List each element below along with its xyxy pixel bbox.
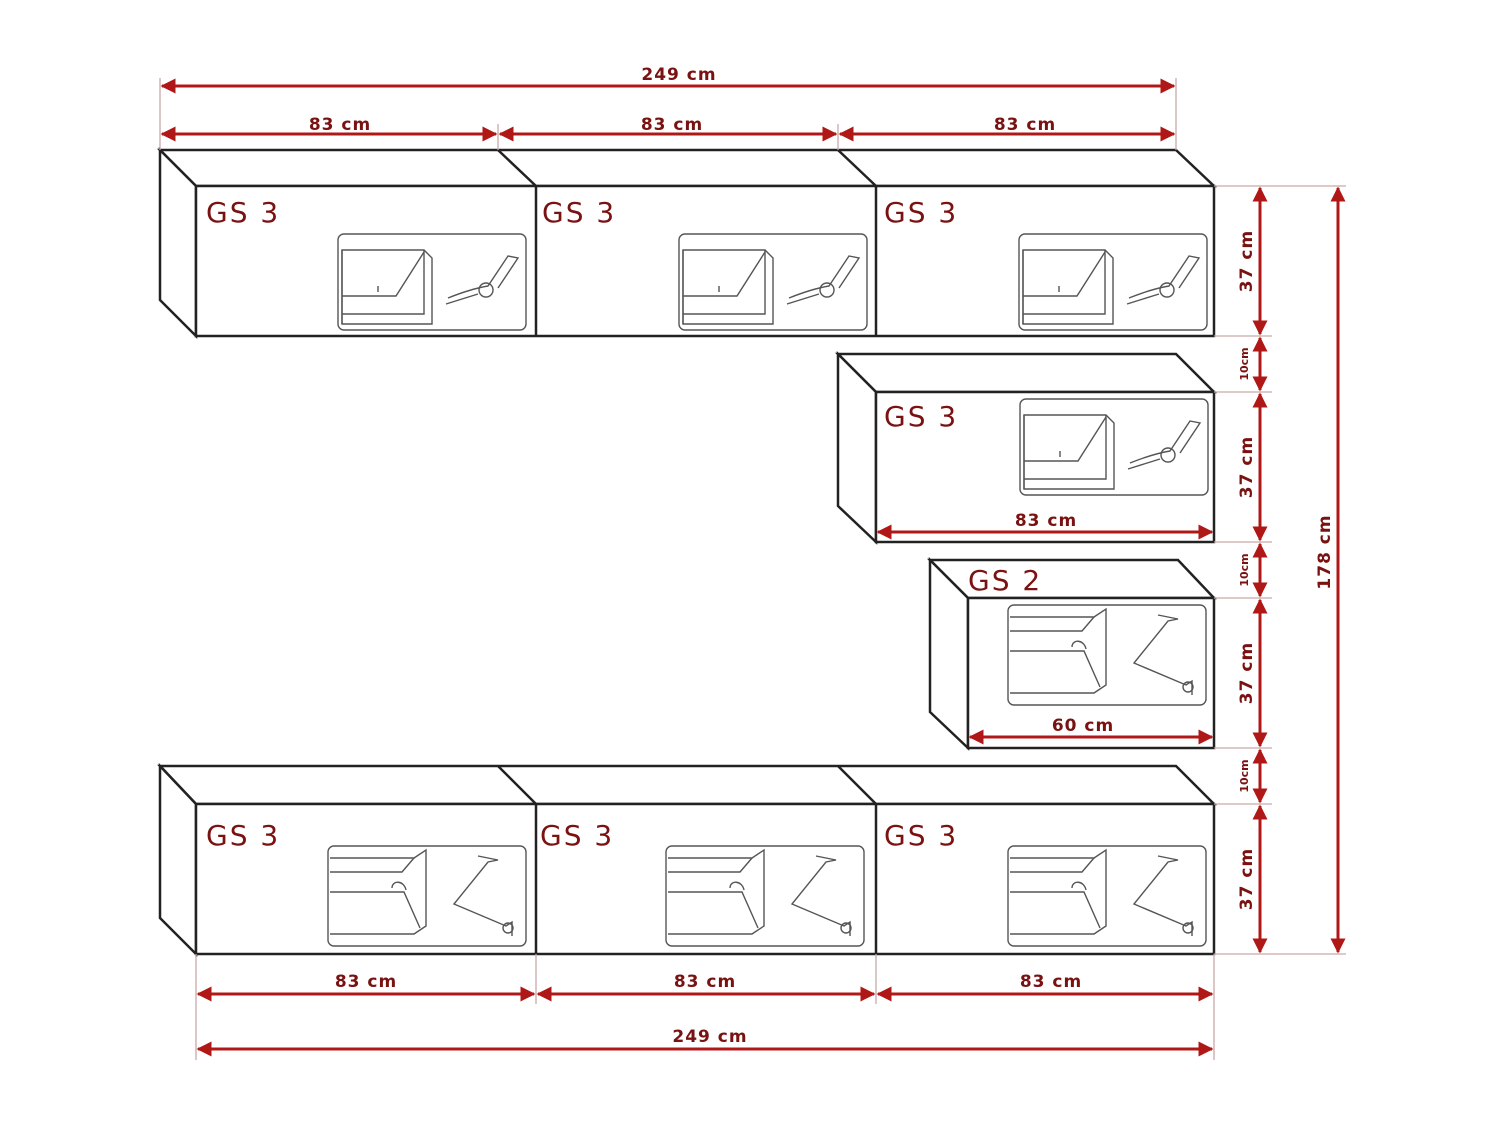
middle-cabinet: GS 3 [834,350,1218,545]
cabinet-label-top-1: GS 3 [206,196,280,229]
dim-middle-width: 83 cm [1015,511,1077,531]
top-row-cabinets: GS 3 GS 3 GS 3 [156,146,1218,340]
dim-height-2: 37 cm [1237,436,1257,498]
dim-top-seg-2: 83 cm [641,115,703,135]
dim-gap-1: 10cm [1238,347,1251,380]
dimension-labels: 249 cm 83 cm 83 cm 83 cm 37 cm 10cm 37 c… [309,65,1335,1047]
extension-lines [159,78,1346,1060]
dim-height-3: 37 cm [1237,642,1257,704]
dim-gap-2: 10cm [1238,553,1251,586]
cabinet-label-bottom-3: GS 3 [884,819,958,852]
cabinet-label-bottom-2: GS 3 [540,819,614,852]
dim-bottom-seg-2: 83 cm [674,972,736,992]
dim-top-total: 249 cm [641,65,716,85]
dim-height-4: 37 cm [1237,848,1257,910]
dim-overall-height: 178 cm [1315,514,1335,589]
dim-bottom-seg-1: 83 cm [335,972,397,992]
bottom-row-cabinets: GS 3 GS 3 GS 3 [157,762,1218,958]
small-cabinet: GS 2 [926,556,1217,751]
cabinet-label-top-3: GS 3 [884,196,958,229]
dim-top-seg-1: 83 cm [309,115,371,135]
cabinet-label-bottom-1: GS 3 [206,819,280,852]
dim-top-seg-3: 83 cm [994,115,1056,135]
dim-bottom-total: 249 cm [672,1027,747,1047]
dimension-lines [160,78,1346,1057]
dim-height-1: 37 cm [1237,230,1257,292]
dim-bottom-seg-3: 83 cm [1020,972,1082,992]
cabinet-label-small: GS 2 [968,564,1042,597]
cabinet-label-top-2: GS 3 [542,196,616,229]
dim-gap-3: 10cm [1238,759,1251,792]
dim-small-width: 60 cm [1052,716,1114,736]
cabinet-label-middle: GS 3 [884,400,958,433]
